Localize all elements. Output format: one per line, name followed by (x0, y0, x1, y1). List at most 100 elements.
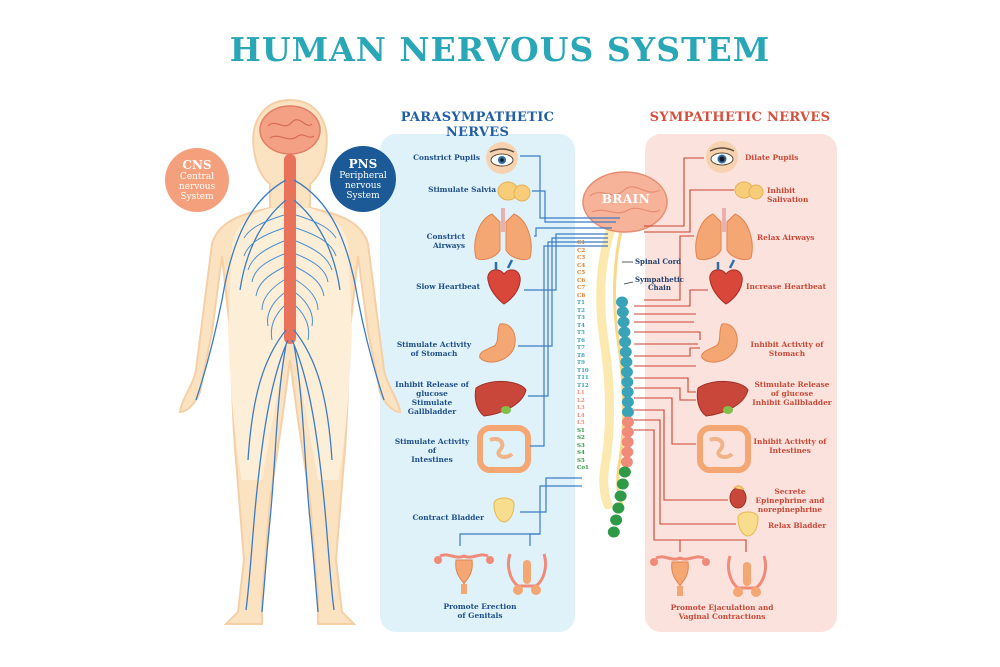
chain-bead (621, 446, 634, 458)
pns-line2: nervous (344, 181, 382, 191)
chain-bead (616, 296, 628, 308)
vertebra-label-s1: S1 (577, 427, 585, 434)
pns-abbr: PNS (348, 157, 378, 171)
vertebra-label-co1: Co1 (577, 465, 589, 471)
symp-lungs-illustration (695, 208, 753, 261)
cns-badge: CNS Central nervous System (165, 148, 229, 212)
chain-bead (621, 376, 634, 388)
symp-label-line: Relax Airways (757, 233, 815, 242)
symp-label-inhibit-stomach: Inhibit Activity of Stomach (747, 340, 827, 358)
para-label-stimulate-salvia: Stimulate Salvia (400, 185, 496, 194)
sympathetic-organs (650, 141, 768, 597)
symp-liver-illustration (696, 381, 749, 417)
chain-bead (621, 436, 634, 448)
para-eye-illustration (486, 142, 518, 174)
vertebra-label-s5: S5 (577, 457, 585, 464)
pns-line3: System (346, 191, 380, 201)
para-male-reproductive-illustration (506, 553, 548, 595)
symp-stomach-illustration (701, 323, 738, 363)
vertebra-label-c6: C6 (577, 277, 586, 284)
symp-eye-illustration (706, 141, 738, 173)
symp-label-line: of glucose (770, 389, 814, 398)
symp-label-secrete-epinephrine: Secrete Epinephrine and norepinephrine (750, 487, 830, 514)
para-label-line: Inhibit Release of (395, 380, 469, 389)
para-stomach-illustration (479, 323, 516, 363)
chain-bead (607, 526, 620, 538)
para-intestines-illustration (477, 425, 531, 473)
spinal-cord-label: Spinal Cord (635, 257, 682, 266)
chain-bead (612, 502, 625, 514)
vertebra-label-l3: L3 (577, 405, 585, 411)
para-label-constrict-airways: Constrict Airways (395, 232, 465, 250)
para-heart-illustration (487, 259, 521, 305)
vertebra-label-t6: T6 (577, 337, 585, 344)
symp-label-promote-ejaculation: Promote Ejaculation and Vaginal Contract… (662, 603, 782, 621)
vertebra-label-l2: L2 (577, 397, 585, 404)
symp-label-line: Dilate Pupils (745, 153, 799, 162)
vertebra-label-c4: C4 (577, 262, 586, 269)
para-label-line: Intestines (411, 455, 453, 464)
cns-abbr: CNS (182, 158, 212, 172)
vertebra-label-t12: T12 (577, 382, 589, 389)
vertebra-label-t8: T8 (577, 352, 585, 359)
chain-bead (619, 346, 632, 358)
parasympathetic-organs (434, 142, 548, 595)
cns-line3: System (180, 192, 214, 202)
vertebra-label-c3: C3 (577, 255, 586, 261)
vertebra-label-c5: C5 (577, 270, 586, 276)
chain-bead (621, 416, 634, 428)
symp-label-dilate-pupils: Dilate Pupils (745, 153, 825, 162)
vertebra-label-l1: L1 (577, 390, 585, 396)
vertebra-label-c1: C1 (577, 240, 586, 246)
symp-bladder-illustration (737, 511, 759, 537)
vertebra-label-c8: C8 (577, 292, 586, 299)
parasympathetic-panel (380, 134, 575, 632)
symp-adrenal-kidney-illustration (729, 485, 747, 509)
vertebra-label-l5: L5 (577, 420, 585, 426)
symp-label-line: Intestines (769, 446, 811, 455)
symp-label-line: Relax Bladder (768, 521, 827, 530)
vertebra-label-s3: S3 (577, 442, 585, 449)
vertebra-label-t1: T1 (577, 300, 585, 306)
vertebra-label-l4: L4 (577, 412, 585, 419)
symp-label-line: Secrete (774, 487, 806, 496)
para-label-contract-bladder: Contract Bladder (400, 513, 484, 522)
page-title: HUMAN NERVOUS SYSTEM (229, 30, 771, 69)
para-label-line: Constrict Airways (426, 232, 465, 250)
chain-bead (610, 514, 623, 526)
spinal-column-diagram (596, 221, 626, 510)
para-label-line: Slow Heartbeat (416, 282, 480, 291)
vertebra-label-s4: S4 (577, 450, 585, 456)
vertebra-label-t3: T3 (577, 315, 585, 321)
symp-label-relax-bladder: Relax Bladder (768, 521, 832, 530)
label-pointers (622, 261, 634, 285)
symp-label-release-glucose: Stimulate Release of glucose Inhibit Gal… (752, 380, 832, 407)
vertebra-label-t5: T5 (577, 330, 585, 336)
vertebra-label-t7: T7 (577, 345, 585, 351)
sympathetic-heading: SYMPATHETIC NERVES (649, 110, 831, 125)
para-label-line: Constrict Pupils (413, 153, 480, 162)
sympathetic-chain-beads (607, 296, 634, 538)
sympathetic-chain-label-line2: Chain (647, 283, 671, 292)
vertebra-label-t11: T11 (577, 375, 589, 381)
symp-label-line: Vaginal Contractions (678, 612, 766, 621)
vertebra-label-t10: T10 (577, 367, 589, 374)
para-label-line: Contract Bladder (412, 513, 484, 522)
symp-label-line: Inhibit Salivation (767, 186, 809, 204)
symp-label-inhibit-salivation: Inhibit Salivation (767, 186, 835, 204)
para-label-line: Stimulate Activity of (394, 437, 470, 455)
symp-label-line: Stimulate Release (754, 380, 830, 389)
chain-bead (614, 490, 627, 502)
symp-label-increase-heartbeat: Increase Heartbeat (746, 282, 826, 291)
chain-bead (616, 306, 629, 318)
para-bladder-illustration (493, 497, 515, 523)
vertebra-label-t2: T2 (577, 307, 585, 314)
symp-male-reproductive-illustration (726, 555, 768, 597)
sympathetic-panel (645, 134, 837, 632)
cns-line2: nervous (178, 182, 216, 192)
chain-bead (618, 326, 631, 338)
para-label-line: Stimulate Activity (396, 340, 472, 349)
